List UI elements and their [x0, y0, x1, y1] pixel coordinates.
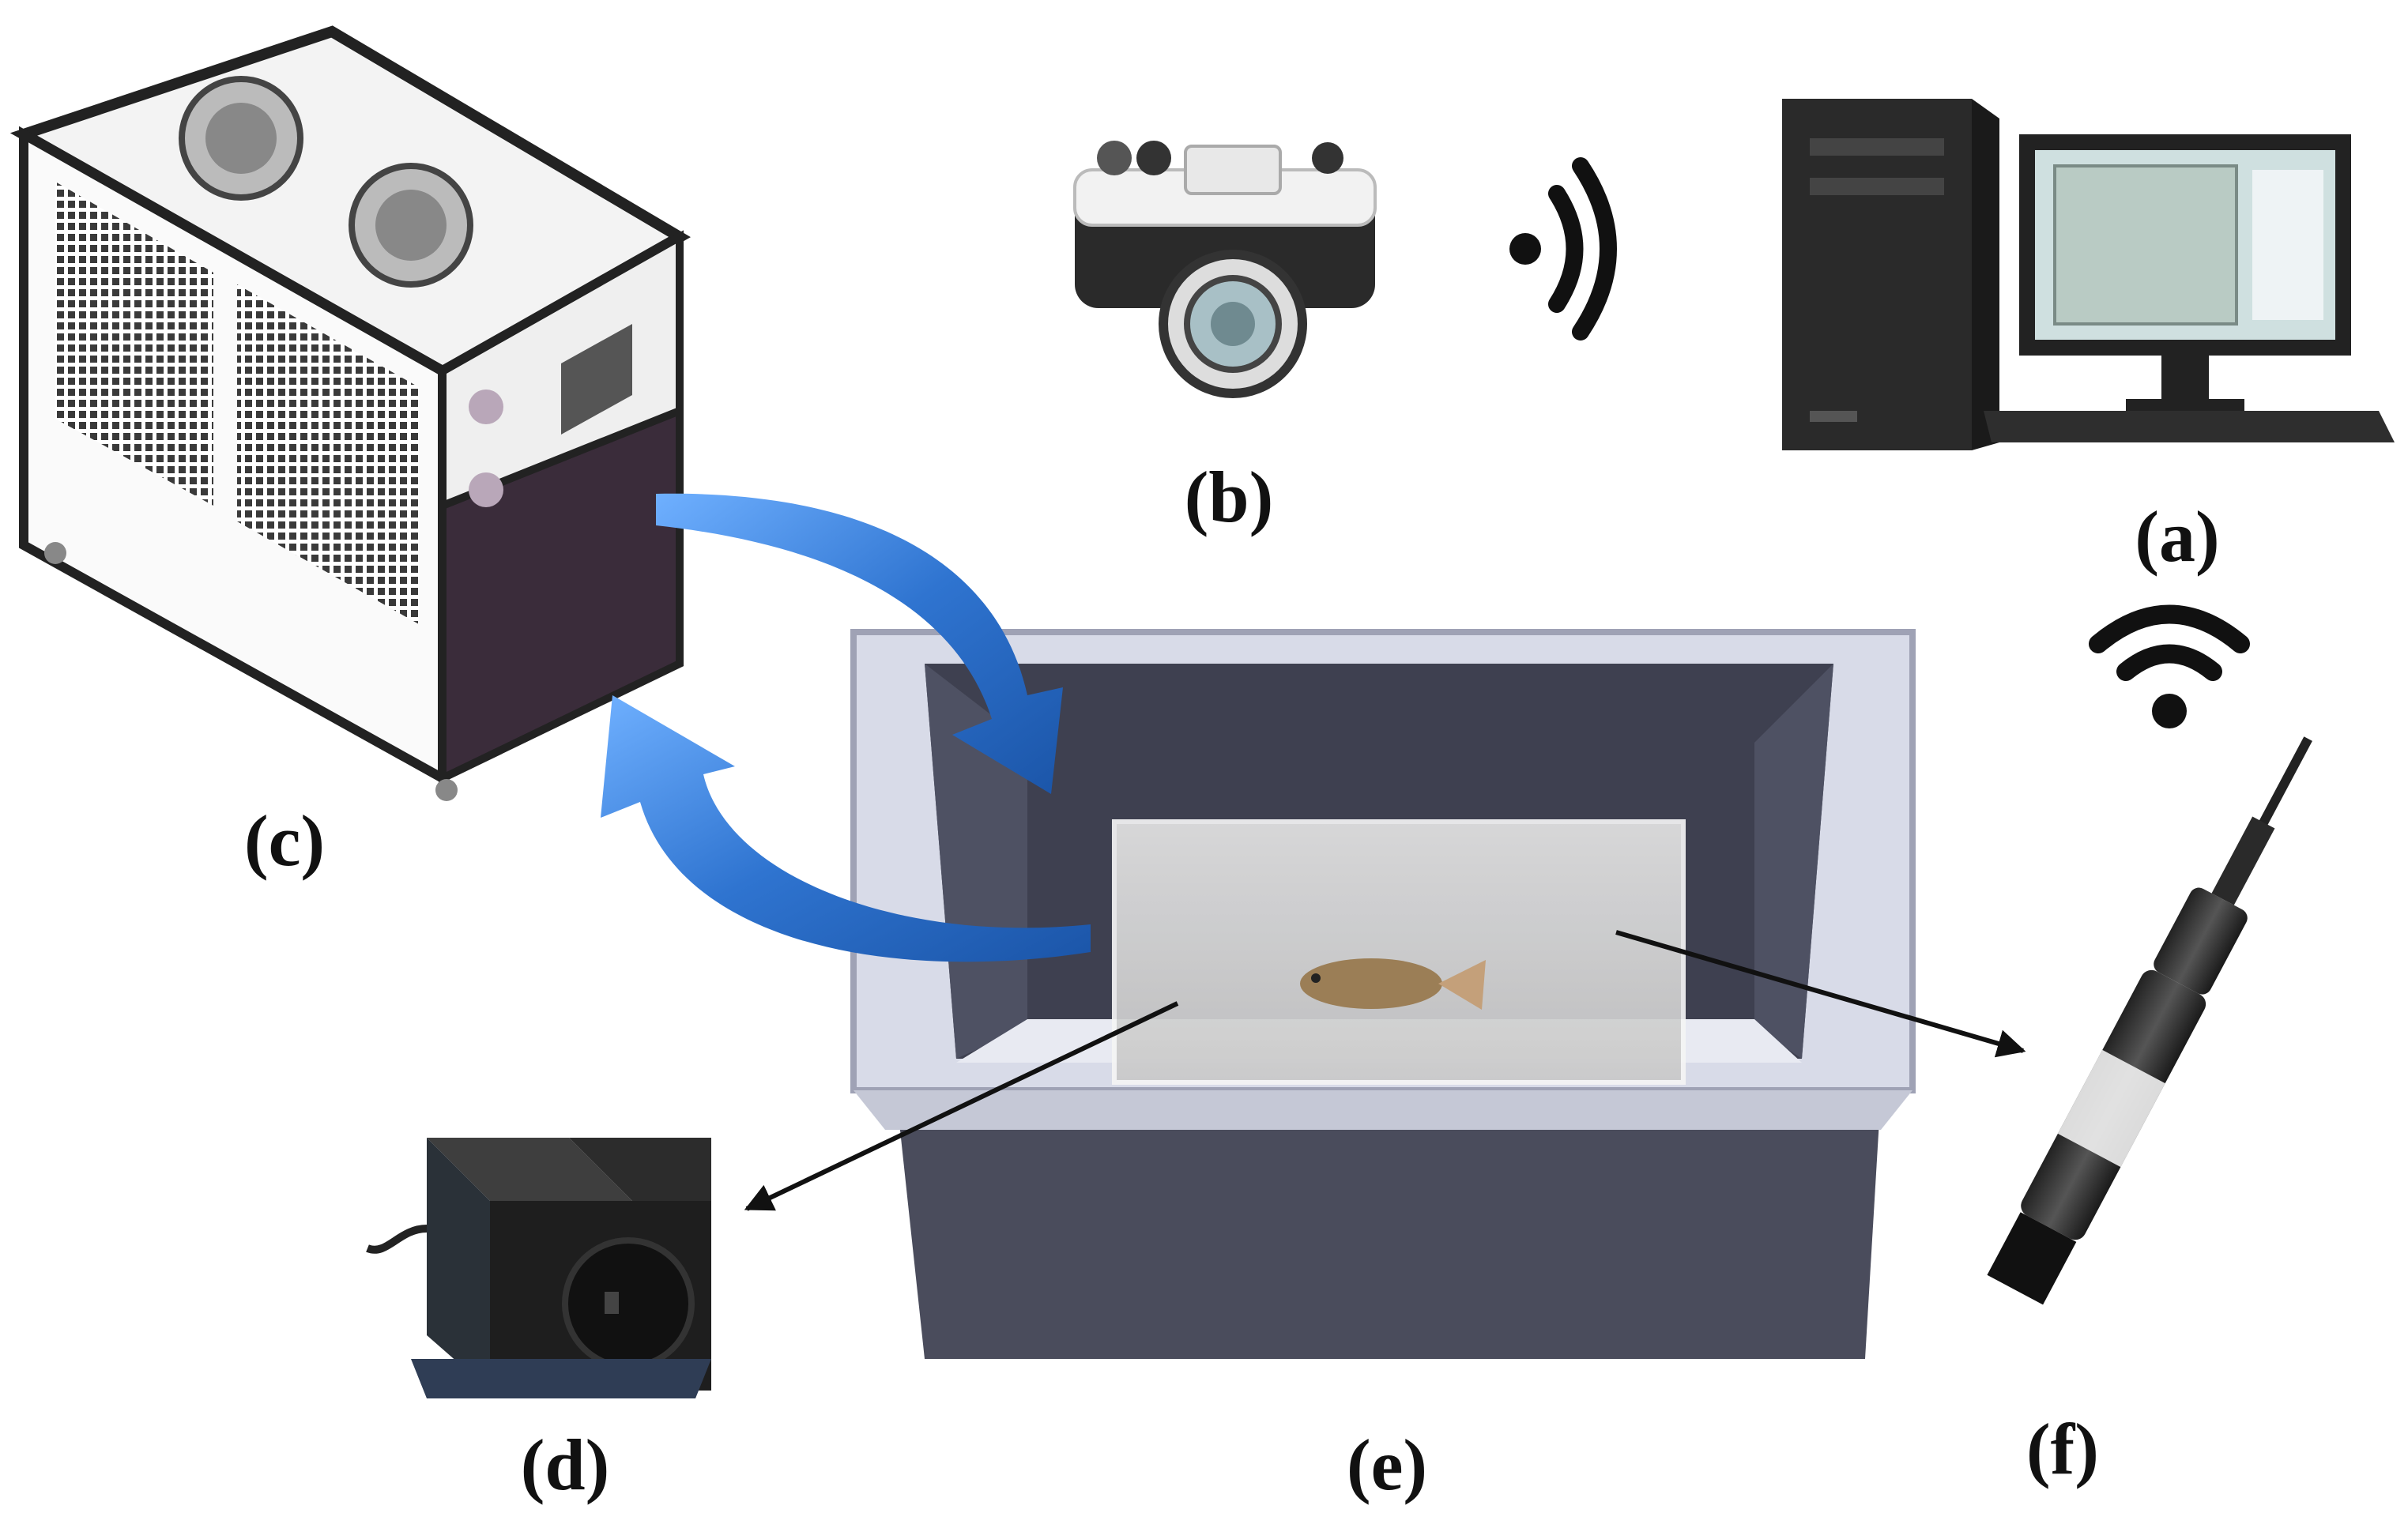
camera-icon: [1073, 141, 1377, 398]
water-chiller-icon: [9, 25, 691, 801]
fish-tank-icon: [850, 629, 1916, 1359]
flow-arrow-out: [656, 493, 1063, 794]
label-a: (a): [2135, 496, 2219, 577]
label-e: (e): [1347, 1425, 1427, 1505]
flow-arrow-return: [601, 695, 1091, 962]
fish-icon: [1300, 958, 1486, 1010]
computer-icon: [1782, 99, 2395, 450]
label-c: (c): [244, 800, 325, 881]
label-f: (f): [2026, 1409, 2099, 1489]
label-b: (b): [1185, 457, 1273, 537]
signal-icon-camera: [1509, 157, 1617, 341]
wifi-signal-icon: [2089, 604, 2250, 728]
connector-arrow-to-pump: [744, 1001, 1179, 1211]
connector-arrow-to-sensor: [1615, 930, 2026, 1058]
water-quality-sensor-icon: [1987, 736, 2312, 1305]
water-pump-icon: [366, 1138, 711, 1398]
label-d: (d): [521, 1425, 609, 1505]
